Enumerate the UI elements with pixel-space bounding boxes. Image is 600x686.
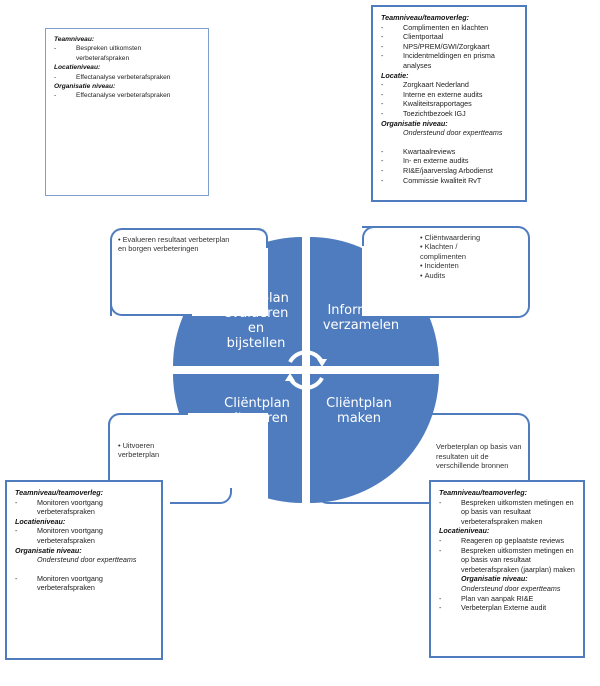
quadrant-label-collect: Informatie verzamelen — [322, 303, 400, 333]
section-heading: Organisatie niveau: — [461, 574, 528, 584]
section-heading: Teamniveau/teamoverleg: — [15, 488, 104, 497]
quadrant-make — [310, 374, 439, 503]
section-subtext: Ondersteund door expertteams — [403, 128, 503, 138]
phase-box-make-top-edge — [418, 413, 530, 483]
section-subtext: Ondersteund door expertteams — [461, 583, 561, 593]
phase-box-make-text: Verbeterplan op basis van resultaten uit… — [436, 442, 522, 471]
list-item: -RI&E/jaarverslag Arbodienst — [381, 165, 493, 175]
phase-box-make-bottom-edge — [316, 470, 436, 504]
list-item: -Clientportaal — [381, 32, 444, 42]
quadrant-label-make: Cliëntplan maken — [326, 396, 392, 426]
phase-box-execute-bottom-edge — [170, 488, 232, 504]
section-heading: Locatieniveau: — [15, 516, 66, 526]
section-heading: Organisatie niveau: — [54, 83, 116, 91]
section-heading: Locatieniveau: — [439, 526, 490, 536]
phase-box-evaluate-right-edge — [258, 228, 268, 248]
bullet-item: Cliëntwaardering — [420, 233, 522, 242]
bullet-item: Uitvoeren verbeterplan — [118, 441, 178, 460]
cycle-arrow-top — [288, 350, 324, 364]
list-item: -Interne en externe audits — [381, 89, 483, 99]
list-item: -Monitoren voortgang verbeterafspraken — [15, 526, 103, 545]
cycle-arrow-bottom-head — [285, 373, 295, 381]
bullet-item: Audits — [420, 271, 522, 280]
cycle-arrow-bottom — [288, 376, 324, 390]
section-heading: Locatie: — [381, 70, 409, 80]
list-item: -Reageren op geplaatste reviews — [439, 535, 565, 545]
list-item: -Bespreken uitkomsten metingen en op bas… — [439, 545, 575, 574]
section-heading: Teamniveau/teamoverleg: — [381, 13, 470, 22]
phase-box-collect: Cliëntwaardering Klachten / complimenten… — [362, 226, 530, 318]
quadrant-label-evaluate: Cliëntplan evalueren en bijstellen — [223, 291, 289, 351]
list-item: -Effectanalyse verbeterafspraken — [54, 92, 171, 100]
list-item: -Plan van aanpak RI&E — [439, 593, 534, 603]
section-heading: Organisatie niveau: — [381, 118, 448, 128]
list-item: -NPS/PREM/GWI/Zorgkaart — [381, 41, 490, 51]
list-item: -Bespreken uitkomsten verbeterafspraken — [54, 45, 142, 62]
phase-box-execute-top-edge — [108, 413, 188, 427]
section-subtext: Ondersteund door expertteams — [37, 555, 137, 565]
phase-box-evaluate-bottom-edge — [110, 304, 192, 316]
list-item: -Bespreken uitkomsten metingen en op bas… — [439, 497, 574, 526]
list-item: -Toezichtbezoek IGJ — [381, 108, 466, 118]
section-heading: Teamniveau: — [54, 36, 95, 43]
list-item: -Kwartaalreviews — [381, 146, 456, 156]
list-item: -Kwaliteitsrapportages — [381, 99, 472, 109]
phase-box-evaluate: Evalueren resultaat verbeterplan en borg… — [110, 228, 268, 316]
cycle-arrow-top-head — [317, 359, 327, 367]
level-box-top-right: Teamniveau/teamoverleg: -Complimenten en… — [371, 5, 527, 202]
quadrant-label-execute: Cliëntplan uitvoeren — [224, 396, 290, 426]
list-item: -In- en externe audits — [381, 156, 469, 166]
phase-box-evaluate-list: Evalueren resultaat verbeterplan en borg… — [112, 230, 268, 259]
list-item: -Effectanalyse verbeterafspraken — [54, 73, 171, 81]
list-item: -Monitoren voortgang verbeterafspraken — [15, 497, 103, 517]
list-item: -Incidentmeldingen en prisma analyses — [381, 51, 495, 70]
phase-box-collect-list: Cliëntwaardering Klachten / complimenten… — [362, 228, 528, 285]
section-heading: Locatieniveau: — [54, 64, 101, 72]
list-item: -Monitoren voortgang verbeterafspraken — [15, 573, 103, 593]
phase-box-execute-list: Uitvoeren verbeterplan — [110, 413, 268, 460]
list-item: -Commissie kwaliteit RvT — [381, 175, 482, 185]
bullet-item: Incidenten — [420, 261, 522, 270]
list-item: -Zorgkaart Nederland — [381, 80, 469, 90]
level-box-bottom-left: Teamniveau/teamoverleg: -Monitoren voort… — [5, 480, 163, 660]
phase-box-collect-left-edge — [362, 226, 376, 246]
level-box-bottom-right: Teamniveau/teamoverleg: -Bespreken uitko… — [429, 480, 585, 658]
bullet-item: Klachten / complimenten — [420, 242, 500, 261]
section-heading: Organisatie niveau: — [15, 545, 82, 555]
list-item: -Complimenten en klachten — [381, 22, 489, 32]
level-box-top-left: Teamniveau: -Bespreken uitkomsten verbet… — [45, 28, 209, 196]
section-heading: Teamniveau/teamoverleg: — [439, 488, 528, 497]
list-item: -Verbeterplan Externe audit — [439, 603, 547, 613]
bullet-item: Evalueren resultaat verbeterplan en borg… — [118, 235, 236, 254]
